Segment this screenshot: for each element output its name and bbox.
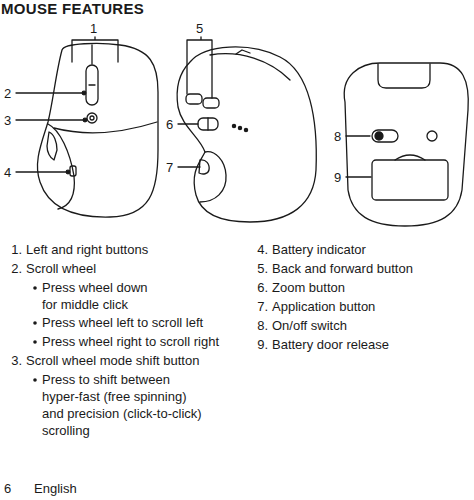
leader-line: [346, 135, 370, 136]
battery-led: [244, 128, 247, 131]
button-edge: [54, 122, 157, 133]
side-top-edge: [210, 54, 290, 80]
callout-number: 1: [90, 20, 97, 37]
callout-number: 7: [166, 159, 173, 176]
leader-line: [16, 119, 85, 120]
wheel-mark: [89, 84, 95, 85]
leader-dot: [66, 170, 70, 174]
feature-name: Left and right buttons: [26, 241, 236, 258]
zoom-mark: [207, 118, 208, 130]
callout-number: 5: [196, 20, 203, 37]
feature-name: Battery indicator: [272, 241, 467, 258]
side-buttons: [47, 132, 57, 160]
bullet: [33, 340, 37, 344]
switch-knob: [375, 132, 383, 140]
leader-line: [178, 166, 200, 167]
feature-name: Application button: [272, 298, 467, 315]
mode-button: [87, 113, 97, 123]
on-off-switch: [372, 130, 398, 142]
feature-name: Scroll wheel: [26, 260, 236, 277]
zoom-button: [198, 118, 218, 130]
bottom-cutout: [378, 64, 430, 88]
list-number: 4.: [250, 241, 268, 258]
page-title: MOUSE FEATURES: [1, 0, 144, 18]
callout-number: 3: [4, 112, 11, 129]
leader-dot: [83, 118, 87, 122]
mouse-top-body: [37, 43, 158, 217]
list-number: 5.: [250, 260, 268, 277]
leader-line: [16, 171, 68, 172]
thumb-rest: [200, 152, 226, 202]
feature-note: Press wheel left to scroll left: [42, 314, 242, 331]
list-number: 1.: [4, 241, 22, 258]
battery-door-latch: [395, 155, 425, 160]
page-language: English: [34, 480, 77, 497]
scroll-wheel: [86, 65, 98, 105]
callout-number: 4: [4, 164, 11, 181]
sensor: [427, 131, 437, 141]
button-split: [91, 45, 92, 64]
callout-bracket: [187, 37, 212, 98]
callout-number: 9: [334, 169, 341, 186]
bullet: [33, 321, 37, 325]
list-number: 7.: [250, 298, 268, 315]
battery-door: [372, 160, 448, 200]
callout-number: 6: [166, 116, 173, 133]
list-number: 6.: [250, 279, 268, 296]
leader-line: [178, 123, 198, 124]
forward-button: [203, 98, 219, 108]
mouse-side-body: [177, 47, 316, 222]
callout-number: 8: [334, 128, 341, 145]
feature-name: Battery door release: [272, 336, 467, 353]
list-number: 9.: [250, 336, 268, 353]
bullet: [33, 378, 37, 382]
bullet: [33, 286, 37, 290]
list-number: 8.: [250, 317, 268, 334]
leader-line: [346, 176, 371, 177]
feature-name: Zoom button: [272, 279, 467, 296]
feature-name: Back and forward button: [272, 260, 467, 277]
mode-button-inner: [90, 116, 94, 120]
feature-name: Scroll wheel mode shift button: [26, 352, 246, 369]
page-number: 6: [4, 480, 11, 497]
feature-note: Press wheel down for middle click: [42, 279, 157, 313]
leader-line: [16, 92, 84, 93]
list-number: 2.: [4, 260, 22, 277]
back-button: [186, 94, 202, 104]
battery-led: [238, 126, 241, 129]
side-wheel: [236, 50, 250, 54]
feature-note: Press to shift between hyper-fast (free …: [42, 371, 210, 439]
feature-note: Press wheel right to scroll right: [42, 333, 247, 350]
mouse-bottom-body: [344, 63, 468, 226]
battery-indicator: [70, 166, 76, 176]
callout-number: 2: [4, 85, 11, 102]
feature-name: On/off switch: [272, 317, 467, 334]
battery-led: [232, 124, 235, 127]
callout-bracket: [72, 37, 118, 62]
leader-dot: [82, 91, 86, 95]
list-number: 3.: [4, 352, 22, 369]
